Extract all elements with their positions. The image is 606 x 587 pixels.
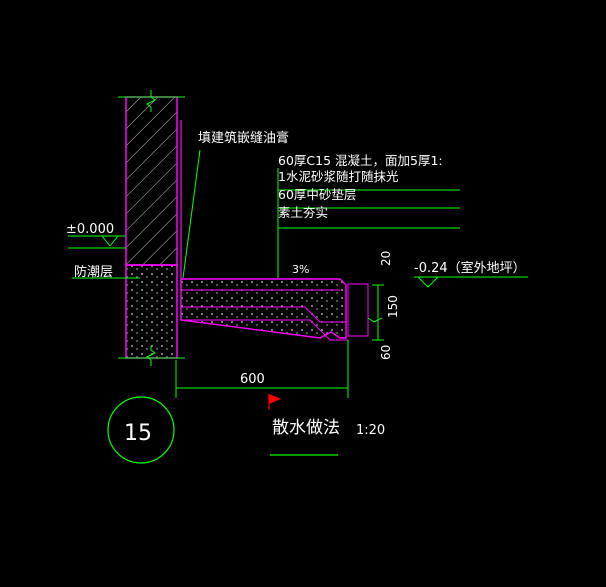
dim-20-label: 20 bbox=[379, 251, 393, 266]
vertical-dimensions bbox=[367, 284, 384, 341]
slope-label: 3% bbox=[292, 263, 309, 276]
outdoor-level-label: -0.24（室外地坪） bbox=[414, 260, 526, 276]
damp-proof-label: 防潮层 bbox=[74, 264, 113, 280]
break-mark-top bbox=[146, 90, 156, 112]
drawing-scale: 1:20 bbox=[356, 423, 385, 438]
sealant-note: 填建筑嵌缝油膏 bbox=[198, 130, 289, 146]
dim-width-label: 600 bbox=[240, 372, 265, 387]
brick-wall bbox=[118, 90, 185, 366]
detail-circle bbox=[107, 396, 175, 464]
dim-60-label: 60 bbox=[379, 345, 393, 360]
dim-150-label: 150 bbox=[386, 295, 400, 318]
indoor-level-marker bbox=[68, 235, 126, 249]
drawing-title: 散水做法 bbox=[272, 418, 340, 438]
layer3-note: 素土夯实 bbox=[278, 205, 328, 220]
outdoor-level-marker bbox=[414, 276, 528, 288]
apron-slab bbox=[180, 278, 369, 341]
layer1b-note: 1水泥砂浆随打随抹光 bbox=[278, 169, 398, 184]
width-dimension bbox=[175, 340, 349, 398]
indoor-level-label: ±0.000 bbox=[66, 222, 114, 237]
detail-number: 15 bbox=[124, 421, 152, 446]
layer1-note: 60厚C15 混凝土，面加5厚1: bbox=[278, 153, 443, 168]
flag-icon bbox=[268, 394, 281, 410]
break-mark-bottom bbox=[146, 346, 156, 366]
layer-leaders bbox=[182, 149, 460, 279]
layer2-note: 60厚中砂垫层 bbox=[278, 187, 356, 202]
